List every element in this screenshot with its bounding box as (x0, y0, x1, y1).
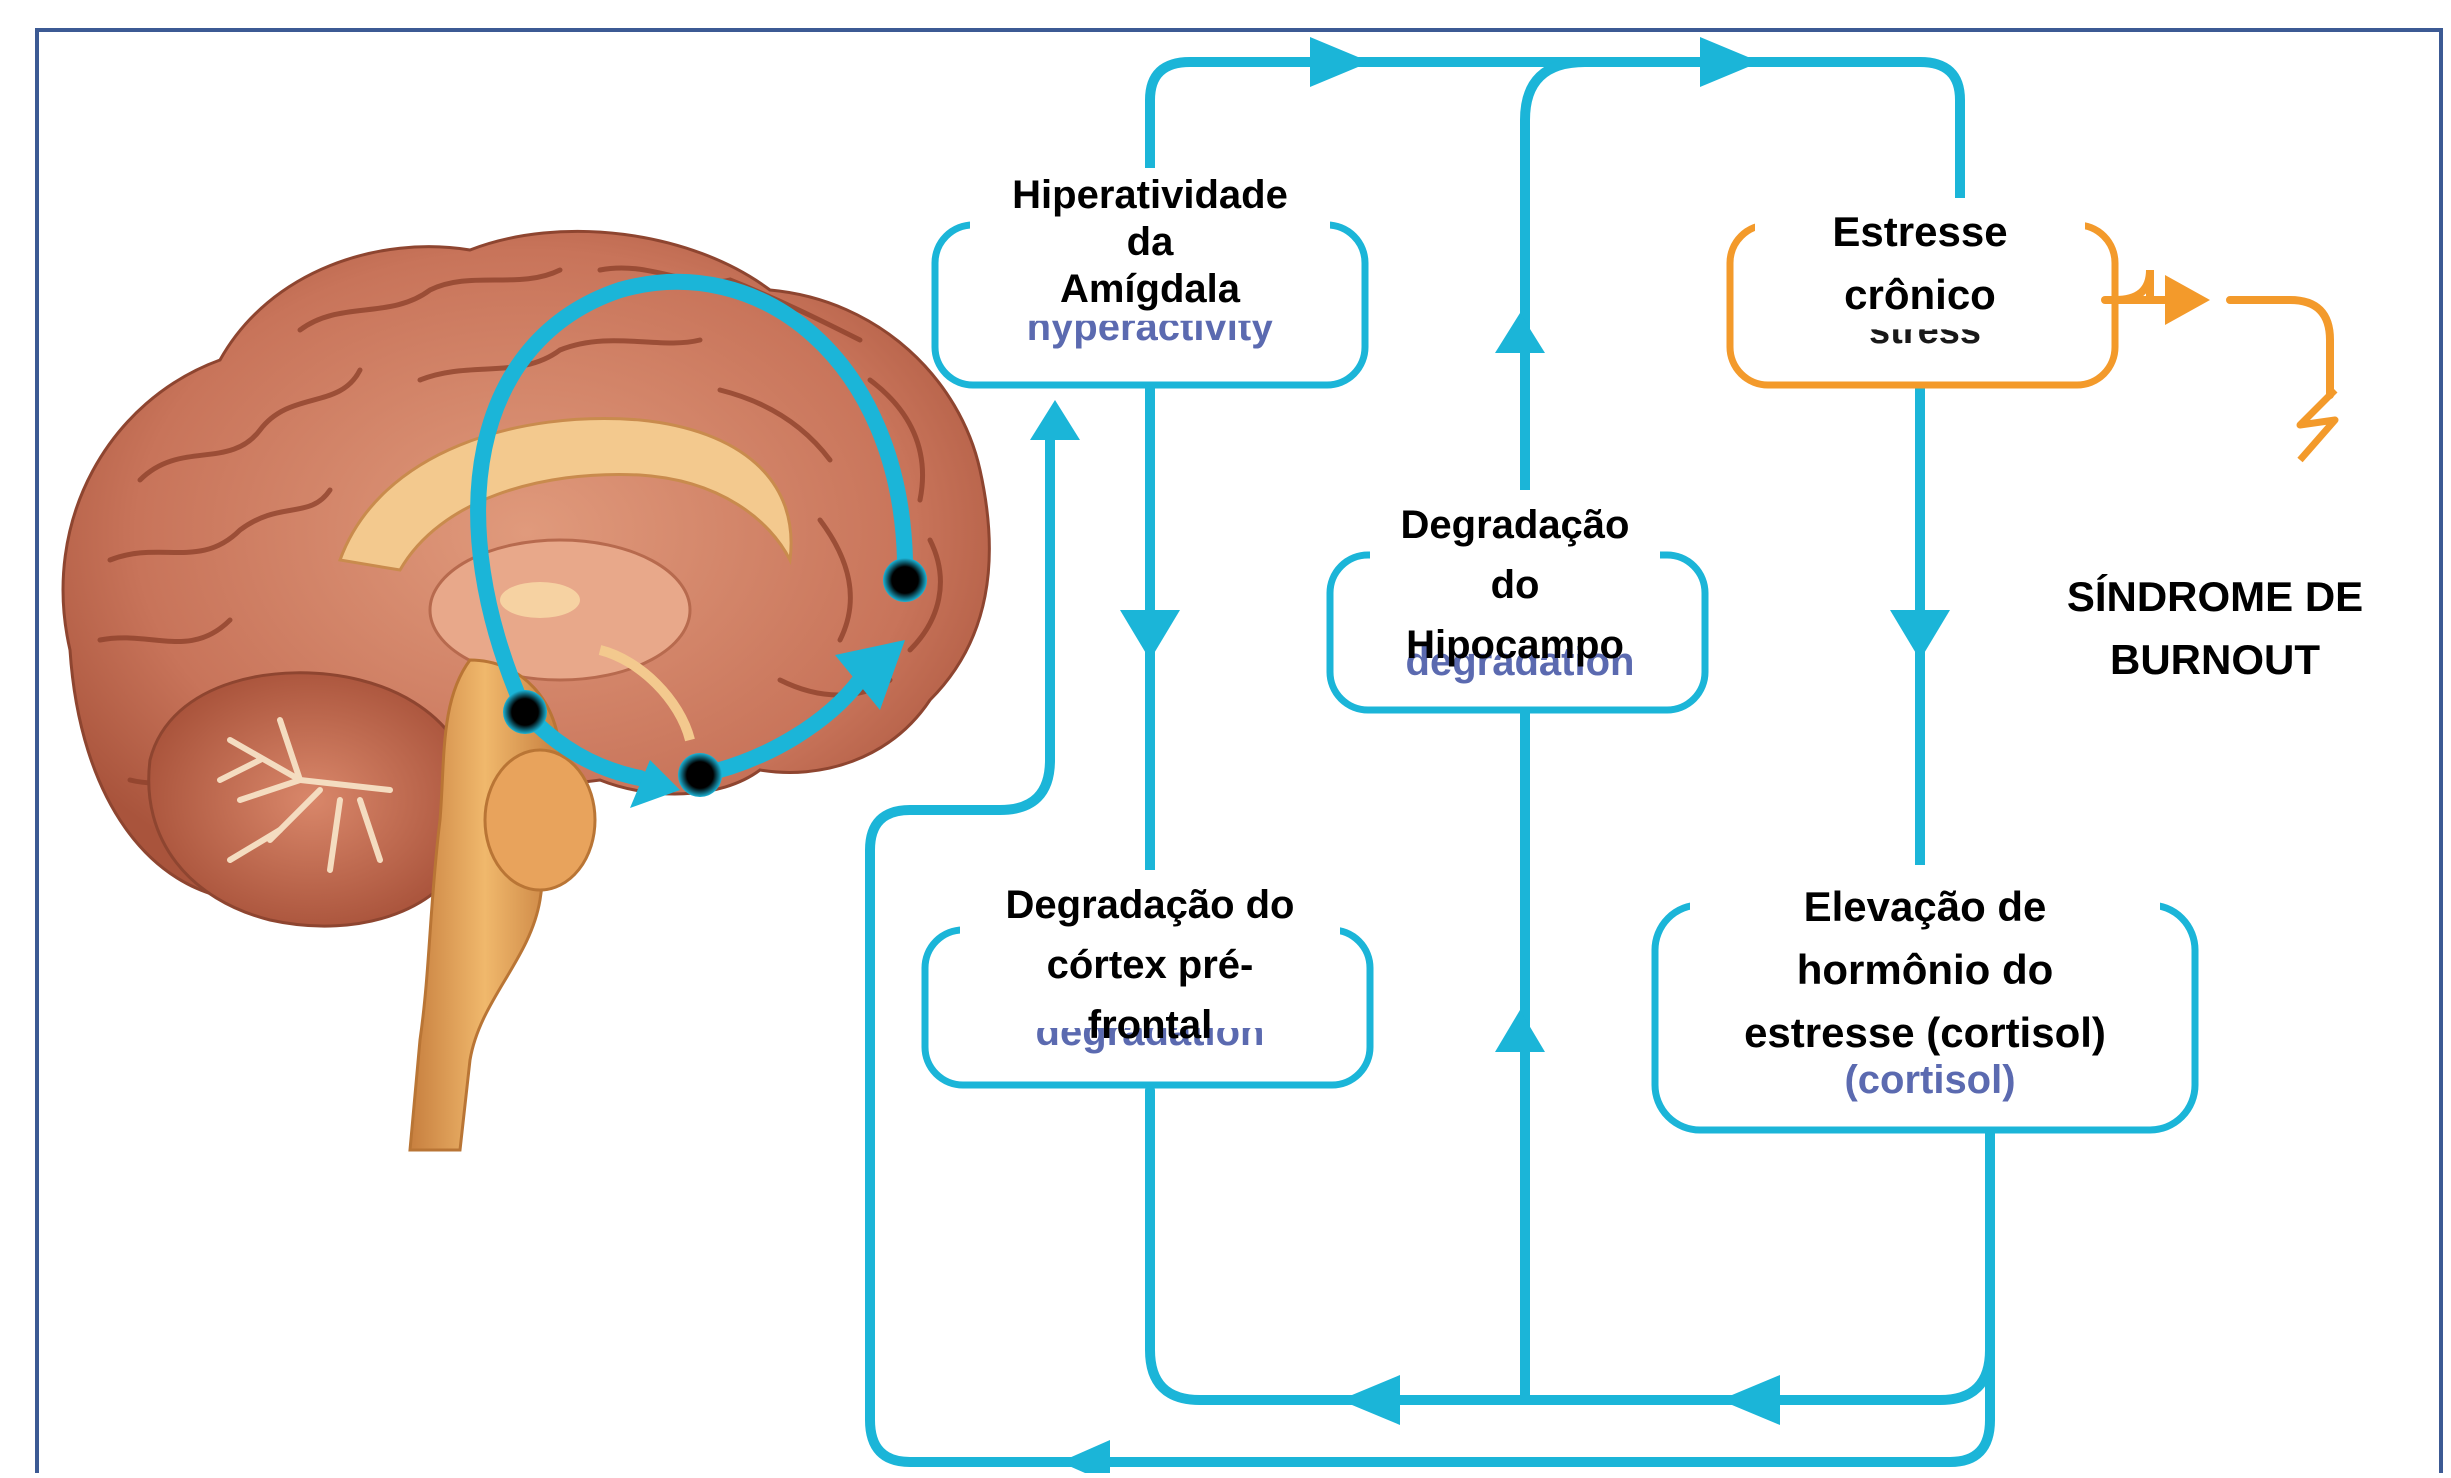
burnout-connector (2105, 270, 2330, 395)
label-line: Hiperatividade (985, 172, 1315, 219)
pons (485, 750, 595, 890)
node-dot-1 (503, 690, 547, 734)
label-cortisol-elevation: Elevação de hormônio do estresse (cortis… (1690, 875, 2160, 1064)
node-dot-2 (678, 753, 722, 797)
node-dot-3 (883, 558, 927, 602)
label-line: Degradação do (960, 875, 1340, 935)
label-line: BURNOUT (2030, 628, 2400, 691)
label-hippocampus-degradation: Degradação do Hipocampo (1375, 495, 1655, 675)
label-line: Amígdala (985, 266, 1315, 313)
label-line: hormônio do (1690, 938, 2160, 1001)
label-amygdala-hyperactivity: Hiperatividade da Amígdala (985, 172, 1315, 314)
label-line: SÍNDROME DE (2030, 565, 2400, 628)
brain-illustration (63, 231, 989, 1150)
label-line: frontal (960, 995, 1340, 1055)
label-line: Hipocampo (1375, 615, 1655, 675)
label-burnout-syndrome: SÍNDROME DE BURNOUT (2030, 565, 2400, 691)
label-line: estresse (cortisol) (1690, 1001, 2160, 1064)
label-line: crônico (1770, 263, 2070, 326)
label-line: Elevação de (1690, 875, 2160, 938)
label-line: do (1375, 555, 1655, 615)
ghost-text-cortisol: (cortisol) (1700, 1058, 2160, 1103)
label-prefrontal-cortex-degradation: Degradação do córtex pré- frontal (960, 875, 1340, 1055)
label-line: córtex pré- (960, 935, 1340, 995)
label-line: da (985, 219, 1315, 266)
inner-structure (500, 582, 580, 618)
lightning-bolt-icon (2300, 390, 2335, 460)
label-line: Degradação (1375, 495, 1655, 555)
label-chronic-stress: Estresse crônico (1770, 200, 2070, 326)
label-line: Estresse (1770, 200, 2070, 263)
